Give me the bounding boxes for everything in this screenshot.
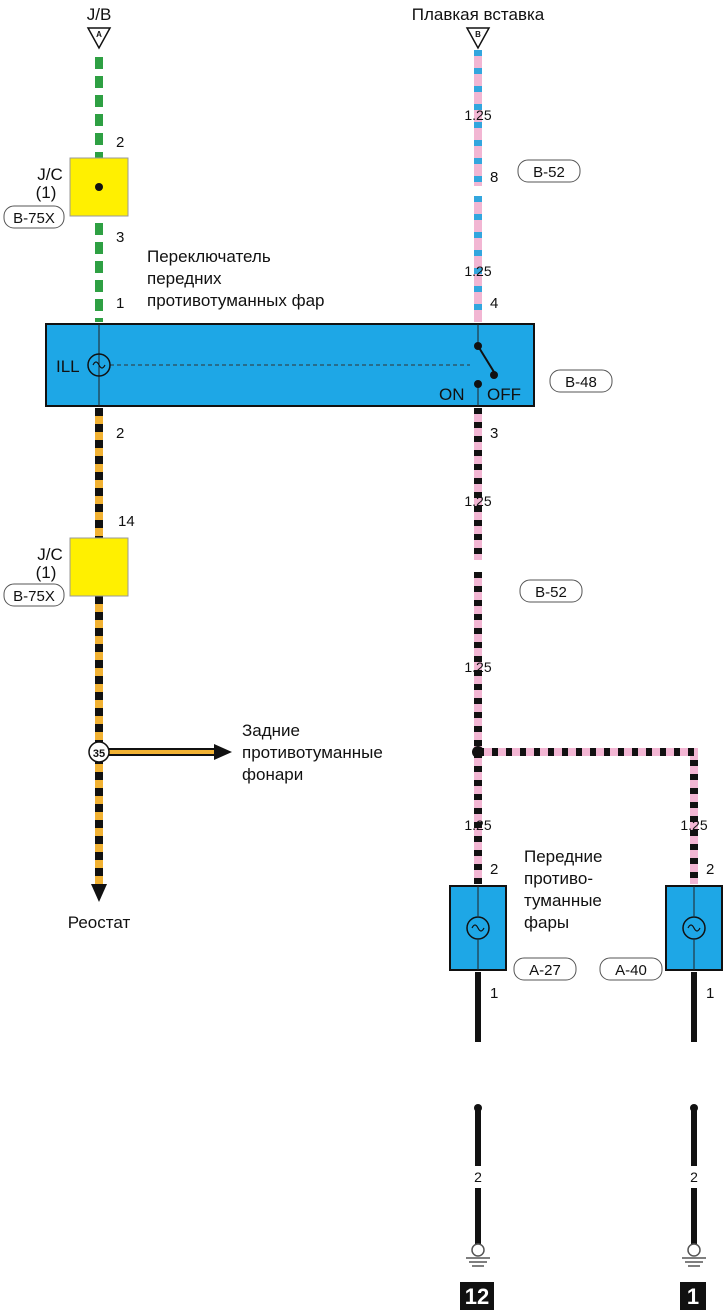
switch-tag <box>549 369 613 393</box>
jc-lower-name: J/C <box>37 545 63 564</box>
ground-badge-right <box>680 1282 706 1310</box>
jc-upper-tag <box>3 205 65 229</box>
jb-triangle-icon: A <box>86 27 112 50</box>
switch-title-2: передних <box>147 269 222 288</box>
jc-upper-pin-out: 3 <box>116 229 124 246</box>
wire-rear-fog-branch <box>108 744 232 760</box>
fuse-wire-connector: B-52 <box>533 164 565 181</box>
lower-wire-connector: B-52 <box>535 584 567 601</box>
rheostat-label: Реостат <box>68 913 131 932</box>
right-ground-gauge: 2 <box>690 1169 698 1185</box>
wire-right-ground <box>690 972 698 1244</box>
splice-dot <box>472 746 484 758</box>
ground-badge-left <box>460 1282 494 1310</box>
rear-fog-line1: Задние <box>242 721 300 740</box>
right-fog-pin-out: 1 <box>706 985 714 1002</box>
switch-connector: B-48 <box>565 374 597 391</box>
ground-symbol-right <box>682 1243 706 1267</box>
front-fog-line2: противо- <box>524 869 593 888</box>
lower-wire-tag <box>519 579 583 603</box>
wire-splice-to-right-fog <box>478 748 698 884</box>
fuse-wire-gauge-a: 1.25 <box>464 107 491 123</box>
rheostat-arrow <box>91 884 107 902</box>
switch-contact-icon <box>474 342 498 388</box>
front-fog-line4: фары <box>524 913 569 932</box>
switch-pin-ill-out: 2 <box>116 425 124 442</box>
jb-label: J/B <box>87 5 112 24</box>
fuse-wire-tag <box>517 159 581 183</box>
jb-connector-label: A <box>96 30 102 39</box>
left-fog-gauge: 1.25 <box>464 817 491 833</box>
right-fog-bulb-icon <box>682 916 706 940</box>
right-fog-pin-in: 2 <box>706 861 714 878</box>
lower-wire-gauge-a: 1.25 <box>464 493 491 509</box>
right-fog-tag <box>599 957 663 981</box>
left-fog-pin-out: 1 <box>490 985 498 1002</box>
jc-upper-name: J/C <box>37 165 63 184</box>
jc-lower-pin-in: 14 <box>118 513 135 530</box>
jc-lower-connector: B-75X <box>13 588 55 605</box>
left-fog-pin-in: 2 <box>490 861 498 878</box>
right-fog-lamp <box>665 885 723 971</box>
switch-pin-ill-in: 1 <box>116 295 124 312</box>
fuse-wire-pin: 8 <box>490 169 498 186</box>
switch-ill-label: ILL <box>56 357 80 376</box>
ground-symbol-left <box>466 1243 490 1267</box>
fuse-connector-label: B <box>475 30 481 39</box>
switch-pin-sw-out: 3 <box>490 425 498 442</box>
ground-number-left: 12 <box>465 1284 489 1309</box>
splice-35-icon <box>88 741 110 763</box>
jc-lower-sub: (1) <box>36 563 57 582</box>
jc-upper-dot <box>95 183 103 191</box>
left-ground-gauge: 2 <box>474 1169 482 1185</box>
left-fog-bulb-icon <box>466 916 490 940</box>
wire-left-ground <box>474 972 482 1244</box>
ground-number-right: 1 <box>687 1284 699 1309</box>
ill-lamp-icon <box>87 353 111 377</box>
rear-fog-line2: противотуманные <box>242 743 383 762</box>
switch-title-3: противотуманных фар <box>147 291 325 310</box>
switch-off-label: OFF <box>487 385 521 404</box>
jc-upper-connector: B-75X <box>13 210 55 227</box>
jc-upper-pin-in: 2 <box>116 134 124 151</box>
left-fog-tag <box>513 957 577 981</box>
right-fog-gauge: 1.25 <box>680 817 707 833</box>
front-fog-line3: туманные <box>524 891 602 910</box>
jc-upper-sub: (1) <box>36 183 57 202</box>
jc-lower-tag <box>3 583 65 607</box>
left-fog-connector: A-27 <box>529 962 561 979</box>
switch-pin-sw-in: 4 <box>490 295 498 312</box>
fuse-wire-gauge-b: 1.25 <box>464 263 491 279</box>
fuse-label: Плавкая вставка <box>412 5 545 24</box>
switch-title-1: Переключатель <box>147 247 271 266</box>
splice-35-label: 35 <box>93 748 105 760</box>
right-fog-connector: A-40 <box>615 962 647 979</box>
left-fog-lamp <box>449 885 507 971</box>
fuse-triangle-icon: B <box>465 27 491 50</box>
switch-on-label: ON <box>439 385 465 404</box>
rear-fog-line3: фонари <box>242 765 303 784</box>
lower-wire-gauge-b: 1.25 <box>464 659 491 675</box>
jc-lower-box <box>69 537 129 597</box>
front-fog-line1: Передние <box>524 847 602 866</box>
